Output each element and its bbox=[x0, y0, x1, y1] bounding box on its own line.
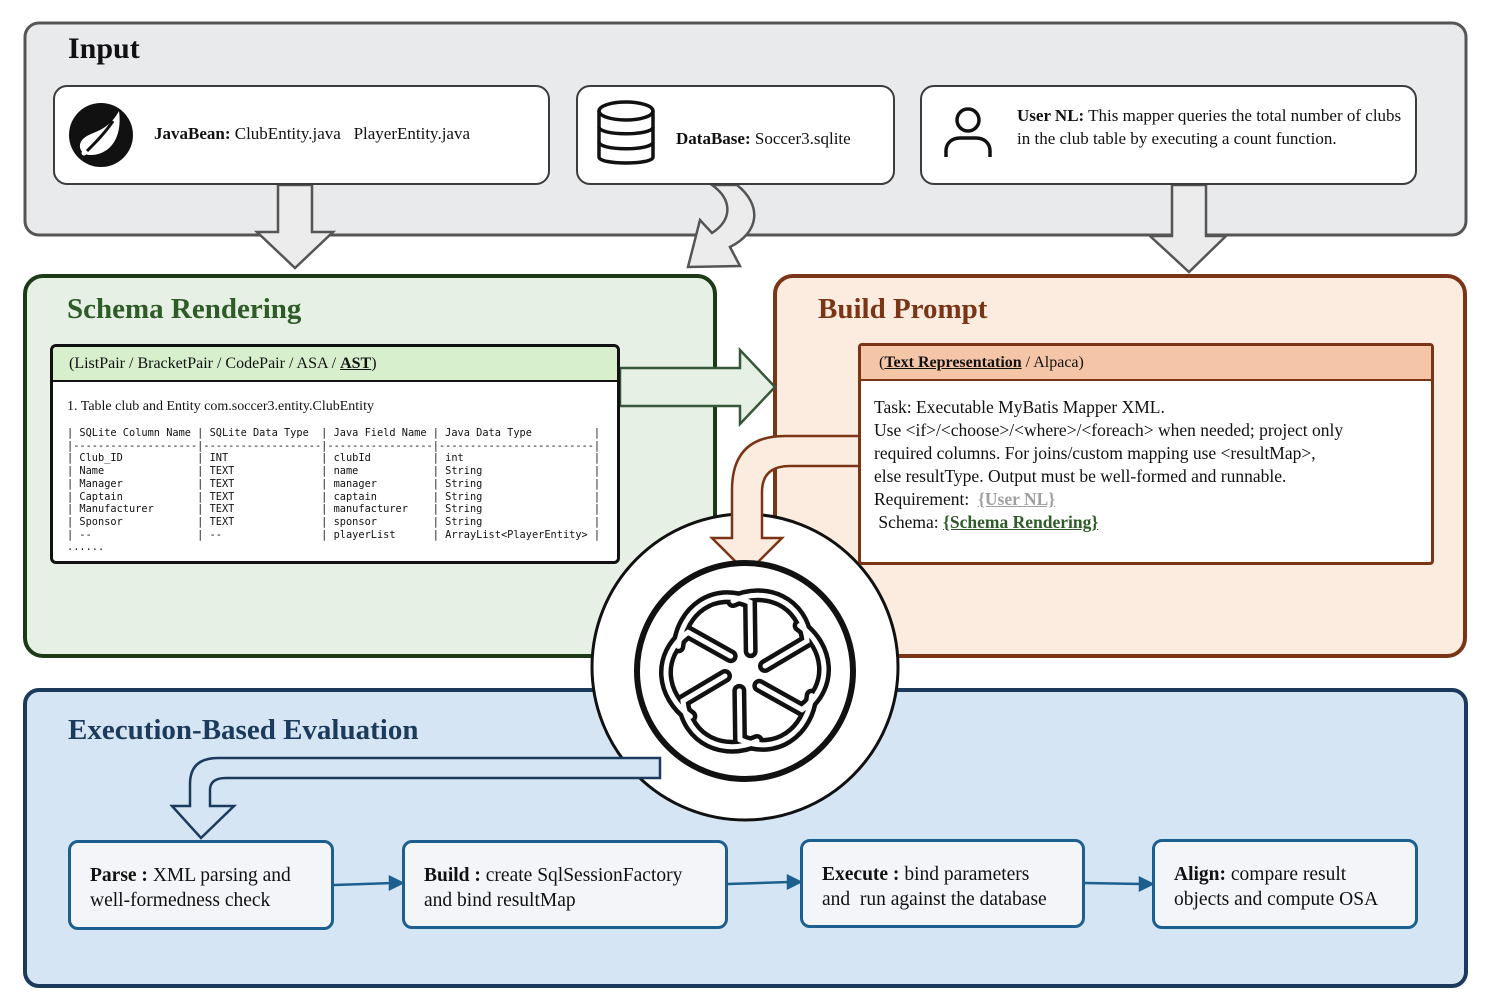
arrow-schema-to-prompt bbox=[618, 346, 777, 428]
user-nl-label: User NL: bbox=[1017, 106, 1085, 125]
build-prompt-title: Build Prompt bbox=[818, 293, 988, 325]
database-label: DataBase: bbox=[676, 129, 751, 148]
spring-leaf-icon bbox=[67, 101, 135, 174]
step-build: Build : create SqlSessionFactory and bin… bbox=[402, 840, 728, 929]
database-text: DataBase: Soccer3.sqlite bbox=[676, 127, 851, 150]
schema-options-close: ) bbox=[371, 355, 377, 372]
schema-placeholder: {Schema Rendering} bbox=[943, 512, 1099, 532]
arrow-javabean-to-schema bbox=[253, 183, 337, 270]
entity-line: 1. Table club and Entity com.soccer3.ent… bbox=[67, 399, 374, 414]
schema-panel: (ListPair / BracketPair / CodePair / ASA… bbox=[50, 344, 620, 564]
requirement-label: Requirement: bbox=[874, 489, 974, 509]
database-icon bbox=[594, 99, 658, 176]
prompt-requirement: Requirement: {User NL} bbox=[874, 488, 1343, 511]
arrow-prompt-to-llm bbox=[708, 434, 862, 575]
step-parse: Parse : XML parsing and well-formedness … bbox=[68, 840, 334, 930]
prompt-body: Task: Executable MyBatis Mapper XML. Use… bbox=[874, 396, 1343, 534]
execute-line2: and run against the database bbox=[822, 889, 1047, 910]
database-card: DataBase: Soccer3.sqlite bbox=[576, 85, 895, 185]
schema-option-selected: AST bbox=[340, 355, 372, 372]
build-line2: and bind resultMap bbox=[424, 890, 576, 911]
align-line2: objects and compute OSA bbox=[1174, 889, 1379, 910]
parse-line2: well-formedness check bbox=[90, 890, 271, 911]
execute-label: Execute : bbox=[822, 864, 900, 885]
step-connectors bbox=[333, 873, 1155, 893]
align-line1: compare result bbox=[1226, 864, 1347, 885]
schema-options-list: ListPair / BracketPair / CodePair / ASA … bbox=[74, 355, 341, 372]
execution-title: Execution-Based Evaluation bbox=[68, 714, 419, 746]
schema-label: Schema: bbox=[874, 512, 944, 532]
align-label: Align: bbox=[1174, 864, 1227, 885]
prompt-options-open: ( bbox=[879, 354, 885, 371]
prompt-panel-header: (Text Representation / Alpaca) bbox=[861, 346, 1431, 381]
user-nl-card: User NL: This mapper queries the total n… bbox=[920, 85, 1417, 185]
prompt-task-line-3: required columns. For joins/custom mappi… bbox=[874, 443, 1316, 463]
javabean-files: ClubEntity.java PlayerEntity.java bbox=[234, 124, 471, 143]
prompt-options-close: ) bbox=[1078, 354, 1084, 371]
requirement-placeholder: {User NL} bbox=[978, 489, 1056, 509]
arrow-usernl-to-prompt bbox=[1146, 183, 1230, 274]
arrow-database-to-schema bbox=[686, 183, 756, 269]
javabean-label: JavaBean: bbox=[154, 124, 231, 143]
prompt-option-selected: Text Representation bbox=[884, 354, 1022, 371]
schema-rendering-title: Schema Rendering bbox=[67, 293, 302, 325]
prompt-schema: Schema: {Schema Rendering} bbox=[874, 511, 1343, 534]
prompt-task-line-1: Task: Executable MyBatis Mapper XML. bbox=[874, 397, 1165, 417]
schema-table: | SQLite Column Name | SQLite Data Type … bbox=[67, 427, 601, 554]
prompt-options-list: / Alpaca bbox=[1021, 354, 1079, 371]
parse-line1: XML parsing and bbox=[147, 865, 291, 886]
javabean-text: JavaBean: ClubEntity.java PlayerEntity.j… bbox=[154, 122, 470, 145]
prompt-task-line-4: else resultType. Output must be well-for… bbox=[874, 466, 1287, 486]
execute-line1: bind parameters bbox=[899, 864, 1030, 885]
schema-panel-header: (ListPair / BracketPair / CodePair / ASA… bbox=[53, 347, 617, 382]
prompt-task-line-2: Use <if>/<choose>/<where>/<foreach> when… bbox=[874, 420, 1344, 440]
build-line1: create SqlSessionFactory bbox=[480, 865, 683, 886]
input-title: Input bbox=[68, 32, 140, 65]
user-nl-value: This mapper queries the total number of … bbox=[1017, 106, 1402, 148]
user-nl-text: User NL: This mapper queries the total n… bbox=[1017, 104, 1407, 150]
javabean-card: JavaBean: ClubEntity.java PlayerEntity.j… bbox=[53, 85, 550, 185]
user-icon bbox=[940, 105, 996, 166]
database-value: Soccer3.sqlite bbox=[754, 129, 851, 148]
prompt-panel: (Text Representation / Alpaca) Task: Exe… bbox=[858, 343, 1434, 565]
step-execute: Execute : bind parameters and run agains… bbox=[800, 839, 1085, 928]
parse-label: Parse : bbox=[90, 865, 148, 886]
build-label: Build : bbox=[424, 865, 481, 886]
arrow-llm-to-parse bbox=[169, 756, 662, 840]
schema-options-open: ( bbox=[69, 355, 75, 372]
step-align: Align: compare result objects and comput… bbox=[1152, 839, 1418, 929]
